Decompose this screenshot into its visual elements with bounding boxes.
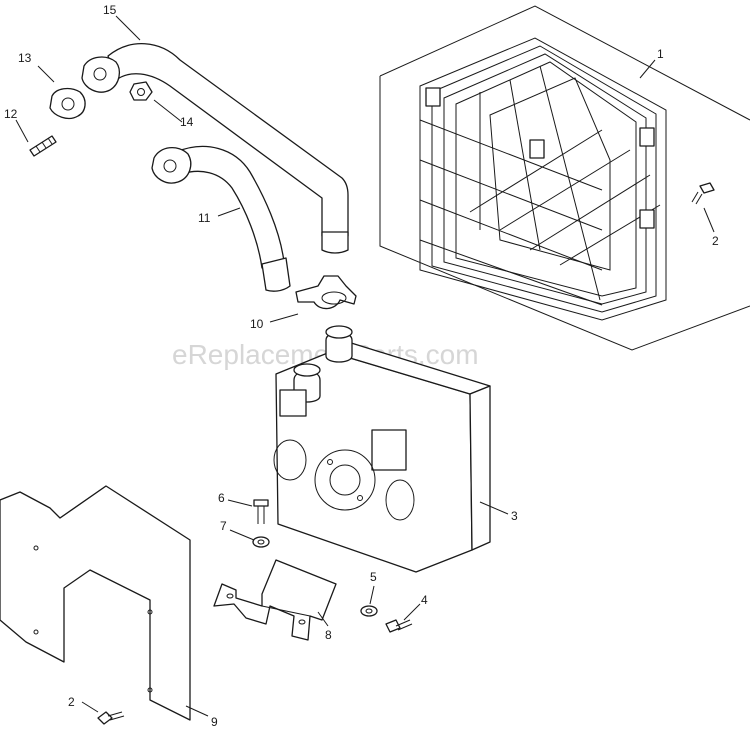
nut-part: [129, 81, 153, 101]
short-exhaust-pipe-part: [151, 145, 291, 292]
callout-15: 15: [103, 3, 117, 17]
callout-2-upper: 2: [712, 234, 719, 248]
screw-part: [253, 499, 269, 524]
washer-lower-part: [360, 605, 378, 617]
callout-6: 6: [218, 491, 225, 505]
callout-3: 3: [511, 509, 518, 523]
washer-upper-part: [252, 536, 270, 548]
wire-guard-part: [379, 5, 750, 351]
callout-4: 4: [421, 593, 428, 607]
callout-9: 9: [211, 715, 218, 729]
callout-11: 11: [198, 211, 211, 225]
shield-bolt-part: [97, 711, 125, 725]
guard-bolt-part: [691, 182, 715, 205]
callout-1: 1: [657, 47, 664, 61]
bracket-part: [213, 559, 337, 641]
callout-8: 8: [325, 628, 332, 642]
callout-14: 14: [180, 115, 194, 129]
callout-2-lower: 2: [68, 695, 75, 709]
leader-lines: [15, 15, 715, 717]
callout-10: 10: [250, 317, 264, 331]
callout-12: 12: [4, 107, 18, 121]
callout-5: 5: [370, 570, 377, 584]
callout-numbers: 1 2 3 4 5 6 7 8 9 10 11 12 13 14 15 2: [4, 3, 719, 729]
clamp-part: [295, 275, 357, 310]
bracket-bolt-part: [385, 619, 413, 633]
gasket-part: [49, 87, 86, 120]
heat-shield-part: [0, 485, 191, 721]
long-exhaust-pipe-part: [81, 43, 349, 254]
callout-13: 13: [18, 51, 32, 65]
callout-7: 7: [220, 519, 227, 533]
stud-part: [29, 135, 57, 157]
muffler-part: [273, 325, 491, 573]
